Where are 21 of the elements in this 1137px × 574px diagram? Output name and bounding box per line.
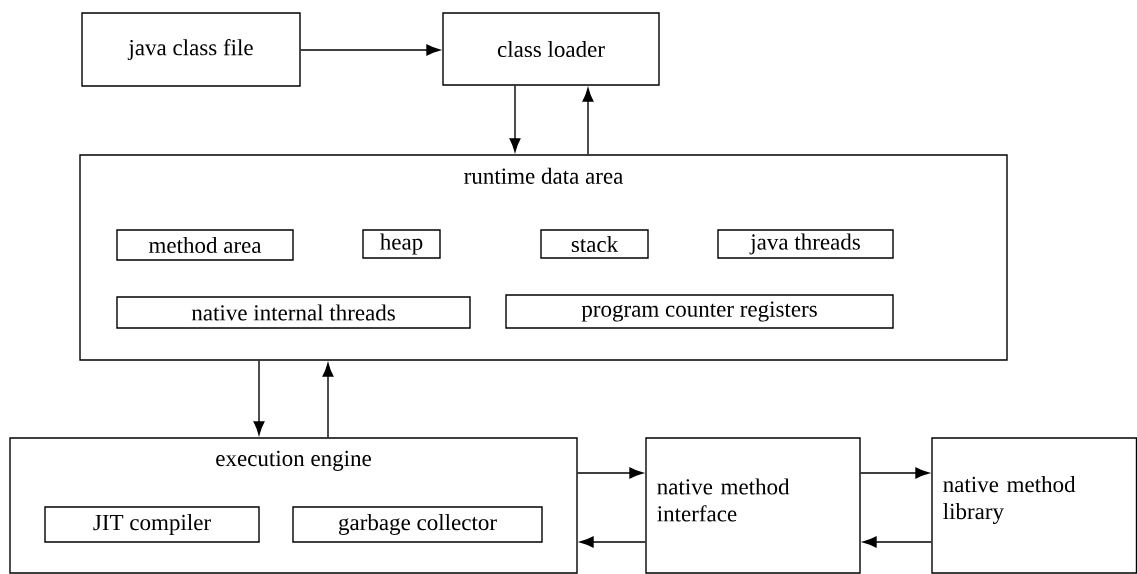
arrow (253, 360, 265, 436)
component-box: java threads (717, 229, 894, 259)
component-box: native internal threads (116, 296, 471, 329)
process-box: native method interface (645, 437, 861, 574)
process-box: class loader (442, 12, 660, 86)
arrow (862, 536, 932, 548)
arrow (300, 44, 441, 56)
component-box: stack (540, 229, 649, 259)
component-box: program counter registers (505, 294, 894, 329)
component-box: garbage collector (292, 506, 543, 543)
arrow (577, 467, 644, 479)
component-box: heap (362, 229, 441, 259)
arrow (579, 536, 646, 548)
process-box: native method library (931, 437, 1137, 574)
arrow (509, 85, 521, 153)
component-box: method area (116, 229, 294, 261)
arrow (322, 362, 334, 438)
arrow (582, 87, 594, 155)
process-box: java class file (81, 12, 301, 87)
component-box: JIT compiler (44, 506, 260, 543)
arrow (860, 467, 930, 479)
